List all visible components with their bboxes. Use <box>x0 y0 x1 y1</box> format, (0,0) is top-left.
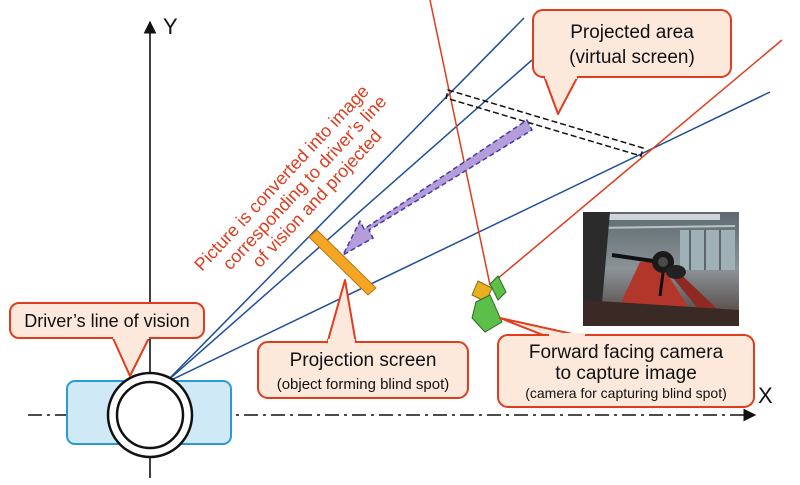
virtual-screen <box>445 89 644 157</box>
projection-screen-label-2: (object forming blind spot) <box>277 376 450 393</box>
projection-screen-label-1: Projection screen <box>290 350 437 371</box>
camera-label-3: (camera for capturing blind spot) <box>525 385 727 401</box>
drivers-line-of-vision-label: Driver’s line of vision <box>24 311 189 331</box>
vision-line-upper <box>164 17 525 384</box>
x-axis-label: X <box>758 383 773 408</box>
vision-line-middle <box>164 59 533 384</box>
camera-fov-left <box>429 0 491 286</box>
camera-label-1: Forward facing camera <box>529 342 724 363</box>
driver-head-inner <box>115 380 185 450</box>
conversion-annotation: Picture is converted into image correspo… <box>190 81 391 275</box>
vision-line-lower <box>164 91 771 384</box>
callout-forward-camera: Forward facing camera to capture image (… <box>497 317 755 408</box>
callout-drivers-line-of-vision: Driver’s line of vision <box>9 302 205 377</box>
camera-photo <box>583 212 739 326</box>
callout-projected-area: Projected area (virtual screen) <box>532 9 732 115</box>
projected-area-label-1: Projected area <box>570 22 694 43</box>
annotation-line-2: corresponding to driver’s line <box>219 92 391 274</box>
camera-icon <box>471 275 507 333</box>
camera-label-2: to capture image <box>555 363 697 384</box>
projected-area-label-2: (virtual screen) <box>569 47 695 68</box>
callout-projection-screen: Projection screen (object forming blind … <box>257 279 469 399</box>
y-axis-label: Y <box>163 14 178 39</box>
projection-arrow <box>342 119 533 256</box>
camera-fov-right <box>489 39 783 286</box>
projection-screen-bar <box>308 229 377 296</box>
